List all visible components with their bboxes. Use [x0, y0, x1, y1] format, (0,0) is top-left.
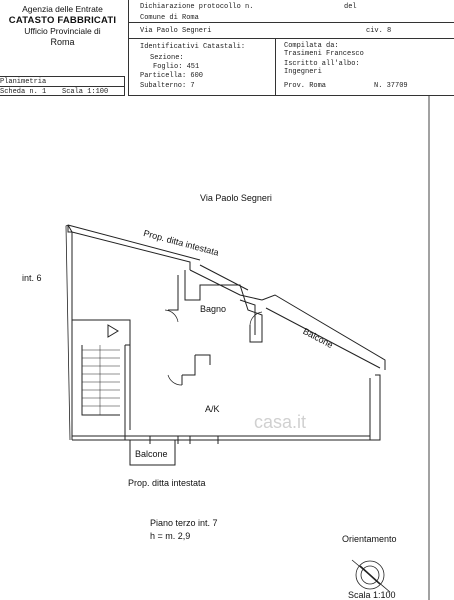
header-divider: [0, 76, 124, 77]
street-label: Via Paolo Segneri: [200, 193, 272, 203]
header-divider: [0, 95, 124, 96]
header-divider: [0, 86, 124, 87]
via: Via Paolo Segneri: [140, 27, 212, 35]
iscritto-value: Ingegneri: [284, 68, 322, 76]
planimetria-label: Planimetria: [0, 78, 47, 86]
orientamento-label: Orientamento: [342, 534, 397, 544]
agency-line-4: Roma: [50, 37, 75, 47]
ak-label: A/K: [205, 404, 220, 414]
compilata-name: Trasimeni Francesco: [284, 50, 364, 58]
comune: Comune di Roma: [140, 14, 199, 22]
header-divider-vertical: [124, 76, 125, 96]
sezione: Sezione:: [150, 54, 184, 62]
agency-line-1: Agenzia delle Entrate: [22, 4, 103, 14]
declaration-del: del: [344, 3, 357, 11]
declaration-label: Dichiarazione protocollo n.: [140, 3, 254, 11]
header-divider: [128, 95, 454, 96]
subalterno: Subalterno: 7: [140, 82, 195, 90]
floor-info: Piano terzo int. 7: [150, 518, 218, 528]
particella: Particella: 600: [140, 72, 204, 80]
int6-label: int. 6: [22, 273, 42, 283]
iscritto-label: Iscritto all'albo:: [284, 60, 360, 68]
watermark: casa.it: [254, 412, 307, 432]
bagno-label: Bagno: [200, 304, 227, 314]
agency-block: Agenzia delle Entrate CATASTO FABBRICATI…: [0, 4, 125, 48]
compass-icon: [351, 559, 391, 593]
walls: [65, 224, 386, 466]
balcone-bottom-label: Balcone: [135, 449, 168, 459]
foglio: Foglio: 451: [153, 63, 200, 71]
prop-bottom-label: Prop. ditta intestata: [128, 478, 206, 488]
compilata-label: Compilata da:: [284, 42, 339, 50]
header-divider: [128, 22, 454, 23]
header-divider-vertical: [128, 0, 129, 96]
agency-line-2: CATASTO FABBRICATI: [8, 15, 117, 26]
header-divider: [128, 38, 454, 39]
height-info: h = m. 2,9: [150, 531, 191, 541]
agency-line-3: Ufficio Provinciale di: [24, 26, 101, 36]
scala-bottom-label: Scala 1:100: [348, 590, 396, 600]
civico: civ. 8: [366, 27, 392, 35]
header-divider-vertical: [275, 38, 276, 96]
provincia: Prov. Roma: [284, 82, 327, 90]
scala-label: Scala 1:100: [62, 88, 109, 96]
scheda-label: Scheda n. 1: [0, 88, 47, 96]
ident-title: Identificativi Catastali:: [140, 43, 246, 51]
numero: N. 37709: [374, 82, 408, 90]
